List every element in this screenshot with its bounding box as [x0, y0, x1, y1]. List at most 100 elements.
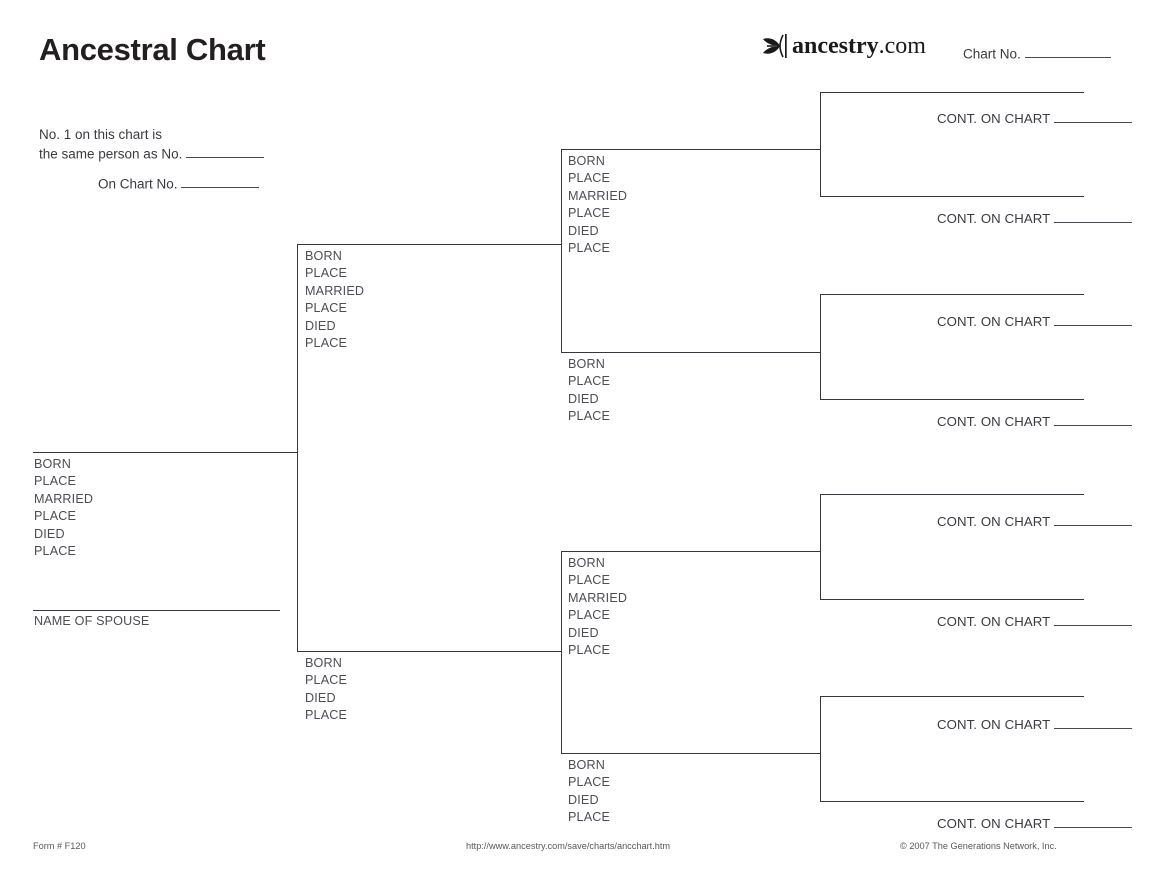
gen3-upper-bracket-vertical	[561, 149, 562, 352]
gen2-father-to-gen3-connector	[520, 244, 562, 245]
note-line-3[interactable]: On Chart No.	[98, 175, 260, 192]
person-11-cont-label: CONT. ON CHART	[937, 414, 1051, 430]
person-4-field-died[interactable]: DIED	[568, 223, 599, 238]
footer-url[interactable]: http://www.ancestry.com/save/charts/ancc…	[466, 841, 671, 851]
gen3-person4-to-gen4a-connector	[800, 149, 821, 150]
person-2-field-died[interactable]: DIED	[305, 318, 336, 333]
gen2-bracket-vertical	[297, 244, 298, 651]
gen4-bracket-a-vertical	[820, 92, 821, 196]
note-line-3-label: On Chart No.	[98, 176, 178, 192]
on-chart-no-blank[interactable]	[181, 175, 260, 189]
person-7-fields: BORN PLACE DIED PLACE	[568, 757, 610, 827]
person-2-field-married[interactable]: MARRIED	[305, 283, 365, 298]
ancestry-logo: ancestry.com	[757, 32, 926, 60]
person-14-cont-blank[interactable]	[1053, 716, 1132, 730]
person-1-field-place3[interactable]: PLACE	[34, 543, 77, 558]
person-1-name-rule	[33, 452, 297, 453]
person-14-cont-on-chart[interactable]: CONT. ON CHART	[937, 716, 1132, 732]
person-7-field-place2[interactable]: PLACE	[568, 810, 611, 825]
person-6-field-place1[interactable]: PLACE	[568, 573, 611, 588]
person-12-cont-on-chart[interactable]: CONT. ON CHART	[937, 513, 1132, 529]
person-3-fields: BORN PLACE DIED PLACE	[305, 655, 347, 725]
person-5-field-place1[interactable]: PLACE	[568, 374, 611, 389]
gen4-bracket-b-vertical	[820, 294, 821, 399]
person-4-field-married[interactable]: MARRIED	[568, 188, 628, 203]
person-1-field-born[interactable]: BORN	[34, 457, 71, 471]
footer-form-number: Form # F120	[33, 841, 86, 851]
person-1-field-place1[interactable]: PLACE	[34, 474, 77, 489]
person-14-cont-label: CONT. ON CHART	[937, 717, 1051, 733]
person-2-fields: BORN PLACE MARRIED PLACE DIED PLACE	[305, 248, 364, 352]
person-7-field-died[interactable]: DIED	[568, 792, 599, 807]
person-7-field-born[interactable]: BORN	[568, 758, 605, 772]
gen3-person7-to-gen4d-connector	[800, 753, 821, 754]
person-11-name-rule	[820, 399, 1084, 400]
brand-tld: .com	[878, 33, 926, 59]
person-3-field-place1[interactable]: PLACE	[305, 673, 348, 688]
person-1-fields: BORN PLACE MARRIED PLACE DIED PLACE	[34, 456, 93, 560]
person-10-cont-label: CONT. ON CHART	[937, 314, 1051, 330]
person-13-name-rule	[820, 599, 1084, 600]
page-title: Ancestral Chart	[39, 32, 266, 67]
person-8-cont-blank[interactable]	[1053, 110, 1132, 124]
person-2-field-place2[interactable]: PLACE	[305, 301, 348, 316]
person-11-cont-blank[interactable]	[1053, 413, 1132, 427]
person-5-field-born[interactable]: BORN	[568, 357, 605, 371]
person-9-cont-on-chart[interactable]: CONT. ON CHART	[937, 210, 1132, 226]
person-12-name-rule	[820, 494, 1084, 495]
person-4-field-place2[interactable]: PLACE	[568, 206, 611, 221]
person-1-field-died[interactable]: DIED	[34, 526, 65, 541]
person-9-name-rule	[820, 196, 1084, 197]
person-2-field-place1[interactable]: PLACE	[305, 266, 348, 281]
person-2-field-place3[interactable]: PLACE	[305, 335, 348, 350]
person-10-name-rule	[820, 294, 1084, 295]
person-15-cont-on-chart[interactable]: CONT. ON CHART	[937, 815, 1132, 831]
person-1-spouse-label[interactable]: NAME OF SPOUSE	[34, 614, 150, 628]
person-6-field-died[interactable]: DIED	[568, 625, 599, 640]
person-1-field-place2[interactable]: PLACE	[34, 509, 77, 524]
person-13-cont-blank[interactable]	[1053, 613, 1132, 627]
person-15-name-rule	[820, 801, 1084, 802]
same-person-as-no-blank[interactable]	[186, 145, 265, 159]
person-12-cont-blank[interactable]	[1053, 513, 1132, 527]
person-8-cont-on-chart[interactable]: CONT. ON CHART	[937, 110, 1132, 126]
chart-no-blank[interactable]	[1024, 45, 1111, 59]
person-15-cont-blank[interactable]	[1053, 815, 1132, 829]
gen3-lower-bracket-vertical	[561, 551, 562, 753]
person-4-field-born[interactable]: BORN	[568, 154, 605, 168]
footer-copyright: © 2007 The Generations Network, Inc.	[900, 841, 1057, 851]
person-10-cont-blank[interactable]	[1053, 313, 1132, 327]
person-2-field-born[interactable]: BORN	[305, 249, 342, 263]
person-3-field-died[interactable]: DIED	[305, 690, 336, 705]
person-3-field-place2[interactable]: PLACE	[305, 708, 348, 723]
person-6-field-place3[interactable]: PLACE	[568, 642, 611, 657]
person-13-cont-label: CONT. ON CHART	[937, 614, 1051, 630]
person-7-field-place1[interactable]: PLACE	[568, 775, 611, 790]
ancestry-leaf-icon	[757, 33, 791, 59]
person-1-field-married[interactable]: MARRIED	[34, 491, 94, 506]
note-line-1: No. 1 on this chart is	[39, 127, 163, 142]
person-6-field-married[interactable]: MARRIED	[568, 590, 628, 605]
person-2-name-rule	[297, 244, 560, 245]
person-8-cont-label: CONT. ON CHART	[937, 111, 1051, 127]
person-5-field-place2[interactable]: PLACE	[568, 409, 611, 424]
person-6-name-rule	[561, 551, 820, 552]
person-3-field-born[interactable]: BORN	[305, 656, 342, 670]
person-15-cont-label: CONT. ON CHART	[937, 816, 1051, 832]
note-line-2[interactable]: the same person as No.	[39, 145, 265, 162]
person-1-spouse-rule	[33, 610, 280, 611]
person-8-name-rule	[820, 92, 1084, 93]
person-5-field-died[interactable]: DIED	[568, 391, 599, 406]
person-5-fields: BORN PLACE DIED PLACE	[568, 356, 610, 426]
person-6-field-place2[interactable]: PLACE	[568, 608, 611, 623]
person-11-cont-on-chart[interactable]: CONT. ON CHART	[937, 413, 1132, 429]
person-4-field-place1[interactable]: PLACE	[568, 171, 611, 186]
person-4-field-place3[interactable]: PLACE	[568, 240, 611, 255]
note-line-2-label: the same person as No.	[39, 146, 183, 162]
person-10-cont-on-chart[interactable]: CONT. ON CHART	[937, 313, 1132, 329]
chart-no-field[interactable]: Chart No.	[963, 45, 1111, 61]
person-13-cont-on-chart[interactable]: CONT. ON CHART	[937, 613, 1132, 629]
person-6-field-born[interactable]: BORN	[568, 556, 605, 570]
person-9-cont-blank[interactable]	[1053, 210, 1132, 224]
